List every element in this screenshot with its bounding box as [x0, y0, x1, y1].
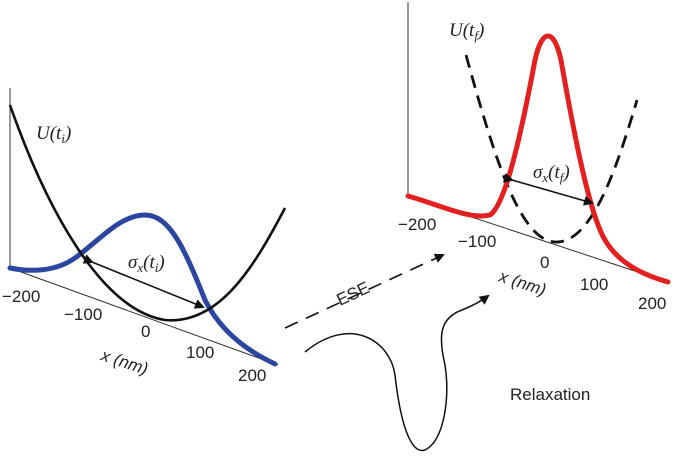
relaxation-arrow [304, 294, 490, 452]
right-tick-label: 100 [580, 275, 608, 294]
right-tick-label: −100 [458, 232, 496, 251]
ese-label: ESE [334, 278, 373, 310]
left-x-axis-title: x (nm) [98, 345, 151, 378]
relaxation-label: Relaxation [510, 385, 590, 404]
transitions: ESE Relaxation [284, 253, 590, 452]
left-tick-label: −100 [64, 305, 102, 324]
right-width-label: σx(tf) [533, 162, 570, 185]
right-width-arrow [502, 172, 594, 206]
right-panel: U(tf) σx(tf) −200 −100 0 100 200 x (nm) [398, 2, 671, 313]
left-tick-label: 100 [186, 343, 214, 362]
right-tick-label: 0 [540, 253, 549, 272]
left-tick-label: 0 [141, 322, 150, 341]
left-potential-curve [8, 104, 287, 322]
right-tick-label: −200 [398, 215, 436, 234]
left-depth-axis [9, 267, 279, 366]
ese-arrow [284, 253, 445, 329]
left-tick-label: −200 [2, 287, 40, 306]
left-panel: U(ti) σx(ti) −200 −100 0 100 200 x (nm) [2, 88, 287, 385]
right-wavefunction-curve [405, 33, 671, 285]
right-potential-label: U(tf) [449, 20, 484, 43]
left-tick-label: 200 [238, 366, 266, 385]
left-width-label: σx(ti) [128, 252, 165, 275]
left-potential-label: U(ti) [36, 123, 71, 146]
left-width-arrow [82, 254, 205, 309]
right-tick-label: 200 [638, 294, 666, 313]
right-potential-curve [464, 54, 639, 244]
left-wavefunction-curve [7, 212, 278, 367]
